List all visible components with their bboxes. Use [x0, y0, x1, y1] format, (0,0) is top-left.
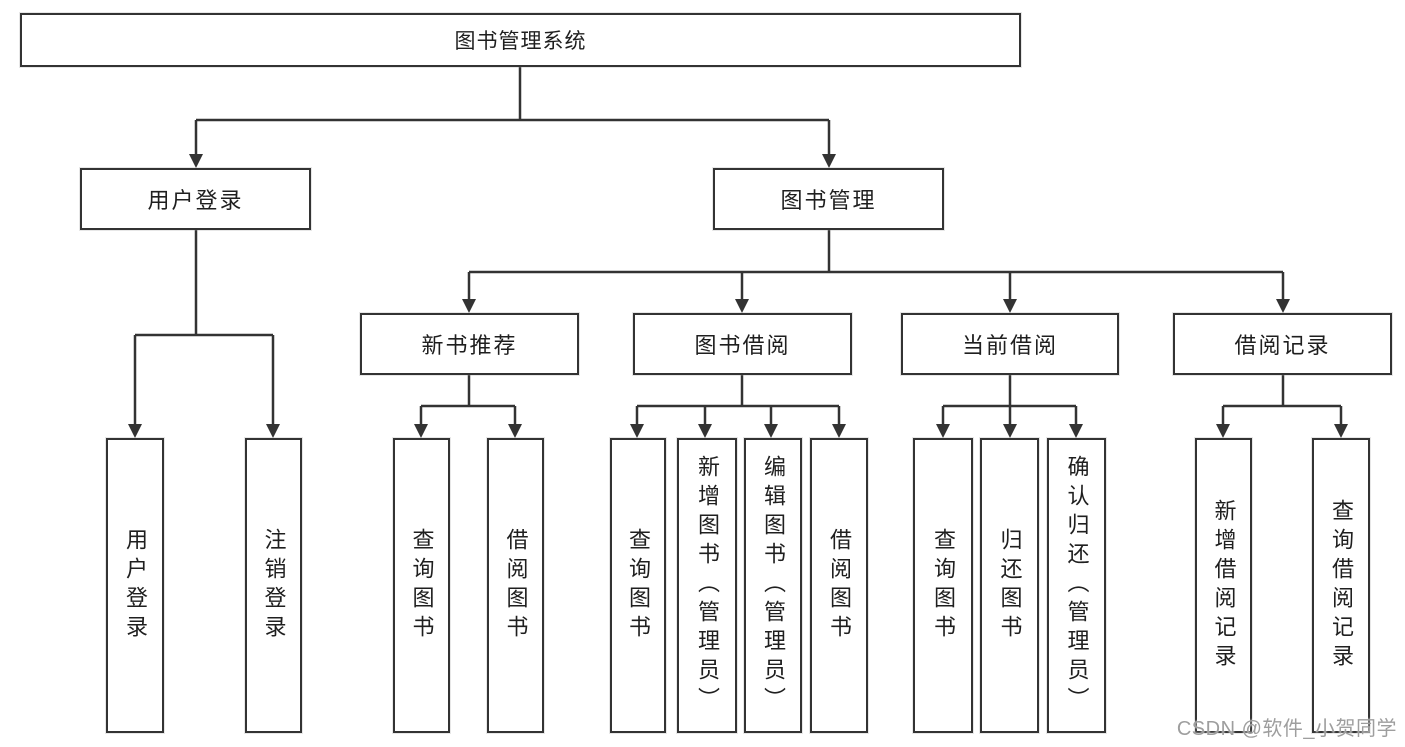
leaf-record-query: 查询借阅记录: [1312, 438, 1370, 733]
arrowhead: [936, 424, 950, 438]
edge-new-book: [419, 375, 517, 424]
arrowhead: [266, 424, 280, 438]
leaf-current-query: 查询图书: [913, 438, 973, 733]
node-current-borrow: 当前借阅: [901, 313, 1119, 375]
arrowhead: [735, 299, 749, 313]
arrowhead: [1216, 424, 1230, 438]
leaf-newbook-query: 查询图书: [393, 438, 450, 733]
edge-book-management: [467, 230, 1285, 299]
arrowhead: [508, 424, 522, 438]
leaf-borrow-edit-admin: 编辑图书（管理员）: [744, 438, 802, 733]
leaf-newbook-borrow: 借阅图书: [487, 438, 544, 733]
arrowhead: [189, 154, 203, 168]
leaf-borrow-add-admin: 新增图书（管理员）: [677, 438, 737, 733]
leaf-borrow-query: 查询图书: [610, 438, 666, 733]
leaf-current-confirm-admin: 确认归还（管理员）: [1047, 438, 1106, 733]
csdn-watermark: CSDN @软件_小贺同学: [1176, 718, 1397, 740]
arrowhead: [1334, 424, 1348, 438]
arrowhead: [698, 424, 712, 438]
edge-user-login: [133, 230, 275, 424]
edge-borrow-record: [1221, 375, 1343, 424]
edge-book-borrow: [635, 375, 841, 424]
node-book-management: 图书管理: [713, 168, 944, 230]
leaf-logout: 注销登录: [245, 438, 302, 733]
node-root-system: 图书管理系统: [20, 13, 1021, 67]
leaf-current-return: 归还图书: [980, 438, 1039, 733]
edge-current-borrow: [941, 375, 1078, 424]
leaf-record-add: 新增借阅记录: [1195, 438, 1252, 733]
node-new-book-recommend: 新书推荐: [360, 313, 579, 375]
node-borrow-record: 借阅记录: [1173, 313, 1392, 375]
arrowhead: [764, 424, 778, 438]
edge-root-stem: [194, 67, 831, 154]
arrowhead: [462, 299, 476, 313]
leaf-user-login: 用户登录: [106, 438, 164, 733]
arrowhead: [832, 424, 846, 438]
arrowhead: [1003, 299, 1017, 313]
arrowhead: [630, 424, 644, 438]
arrowhead: [128, 424, 142, 438]
leaf-borrow-book: 借阅图书: [810, 438, 868, 733]
arrowhead: [1003, 424, 1017, 438]
node-book-borrow: 图书借阅: [633, 313, 852, 375]
arrowhead: [822, 154, 836, 168]
arrowhead: [1069, 424, 1083, 438]
node-user-login: 用户登录: [80, 168, 311, 230]
arrowhead: [1276, 299, 1290, 313]
arrowhead: [414, 424, 428, 438]
